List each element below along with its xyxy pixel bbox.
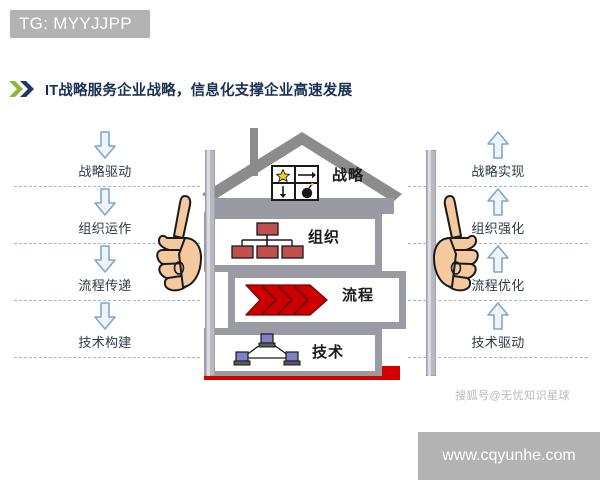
left-item-label-0: 战略驱动: [78, 164, 132, 179]
left-item-0: 战略驱动: [45, 130, 165, 187]
divider-left-1: [14, 186, 200, 187]
right-item-label-3: 技术驱动: [471, 335, 525, 350]
pointing-hand-left-icon: [155, 194, 207, 299]
left-item-1: 组织运作: [45, 187, 165, 244]
right-item-label-2: 流程优化: [471, 278, 525, 293]
left-item-3: 技术构建: [45, 301, 165, 358]
right-item-label-0: 战略实现: [471, 164, 525, 179]
floor-label-organization: 组织: [308, 229, 341, 246]
arrow-up-icon: [438, 187, 558, 217]
left-item-label-1: 组织运作: [78, 221, 132, 236]
left-item-label-2: 流程传递: [78, 278, 132, 293]
left-item-2: 流程传递: [45, 244, 165, 301]
divider-right-1: [408, 186, 588, 187]
right-item-label-1: 组织强化: [471, 221, 525, 236]
sohu-watermark: 搜狐号@无忧知识星球: [455, 390, 571, 402]
arrow-down-icon: [45, 301, 165, 331]
right-item-0: 战略实现: [438, 130, 558, 187]
arrow-down-icon: [45, 244, 165, 274]
floor-label-technology: 技术: [312, 344, 345, 361]
house-diagram: 战略 组织 流程 技术: [190, 128, 420, 390]
roof-icon: [202, 128, 402, 202]
divider-left-3: [14, 300, 200, 301]
network-nodes-icon: [233, 333, 301, 366]
headline: IT战略服务企业战略，信息化支撑企业高速发展: [8, 76, 352, 102]
right-item-3: 技术驱动: [438, 301, 558, 358]
strategy-matrix-icon: [271, 165, 319, 201]
floor-label-strategy: 战略: [332, 167, 365, 184]
divider-right-2: [408, 243, 588, 244]
divider-left-4: [14, 357, 200, 358]
floor-wall-strategy: [210, 198, 394, 214]
site-watermark-text: www.cqyunhe.com: [442, 447, 576, 464]
divider-right-3: [408, 300, 588, 301]
arrow-down-icon: [45, 130, 165, 160]
process-chevron-icon: [245, 284, 328, 316]
tg-tag-banner: TG: MYYJJPP: [10, 10, 150, 38]
pointing-hand-right-icon: [428, 194, 480, 299]
diagram-stage: 战略驱动 组织运作 流程传递 技术构建: [0, 128, 600, 398]
left-item-label-3: 技术构建: [78, 335, 132, 350]
arrow-up-icon: [438, 244, 558, 274]
floor-label-process: 流程: [342, 287, 375, 304]
headline-text: IT战略服务企业战略，信息化支撑企业高速发展: [45, 82, 353, 99]
site-watermark: www.cqyunhe.com: [418, 432, 600, 480]
arrow-up-icon: [438, 301, 558, 331]
right-item-1: 组织强化: [438, 187, 558, 244]
floor-box-organization: [204, 212, 382, 272]
divider-left-2: [14, 243, 200, 244]
right-item-2: 流程优化: [438, 244, 558, 301]
tg-tag-text: TG: MYYJJPP: [19, 14, 132, 33]
divider-right-4: [408, 357, 588, 358]
arrow-up-icon: [438, 130, 558, 160]
double-chevron-icon: [8, 79, 38, 99]
arrow-down-icon: [45, 187, 165, 217]
org-chart-icon: [231, 222, 304, 259]
